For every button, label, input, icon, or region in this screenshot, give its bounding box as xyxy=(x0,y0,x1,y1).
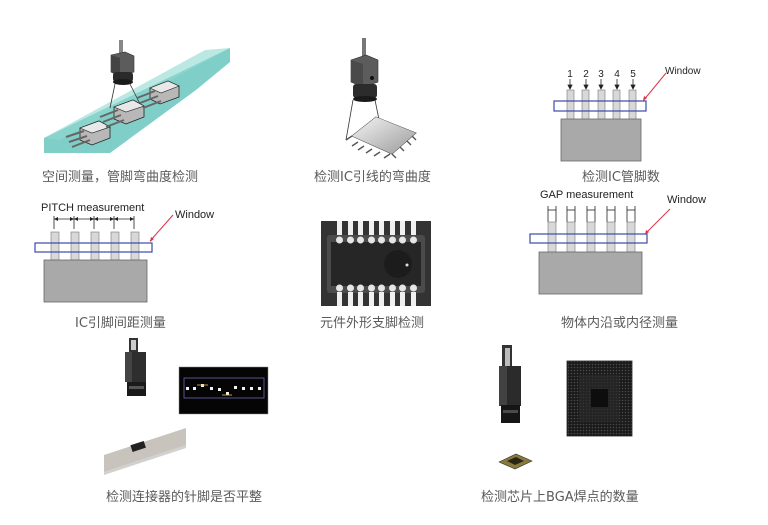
bottom-pads xyxy=(336,284,417,292)
gap-measurement-label: GAP measurement xyxy=(540,189,633,201)
top-pads xyxy=(336,236,417,244)
top-leads xyxy=(337,221,416,235)
window-pointer xyxy=(642,72,667,102)
component-icon xyxy=(99,99,145,128)
component-icon xyxy=(136,80,180,109)
ic-chip-icon xyxy=(345,116,417,159)
pin-number-label: 5 xyxy=(630,69,636,80)
camera-icon xyxy=(110,51,135,85)
pin-number-label: 4 xyxy=(614,69,620,80)
caption-bga: 检测芯片上BGA焊点的数量 xyxy=(481,490,639,505)
caption-ic-pin-count: 检测IC管脚数 xyxy=(582,170,660,185)
bga-grid-image xyxy=(566,360,633,437)
ic-body xyxy=(560,118,642,162)
window-label: Window xyxy=(667,194,706,206)
window-label: Window xyxy=(175,209,214,221)
pin-number-label: 1 xyxy=(567,69,573,80)
caption-spatial: 空间测量，管脚弯曲度检测 xyxy=(42,170,199,185)
pin-number-label: 3 xyxy=(598,69,604,80)
window-box xyxy=(34,242,153,253)
pin-number-labels: 1 2 3 4 5 xyxy=(567,69,636,80)
window-label: Window xyxy=(665,66,701,77)
caption-connector-pins: 检测连接器的针脚是否平整 xyxy=(106,490,263,505)
caption-component-pins: 元件外形支脚检测 xyxy=(320,316,425,331)
window-pointer xyxy=(149,214,174,242)
ic-body xyxy=(43,259,148,303)
camera-icon xyxy=(350,54,379,102)
window-pointer xyxy=(644,208,671,235)
connector-strip xyxy=(104,428,186,475)
window-box xyxy=(553,100,647,112)
pitch-measurement-label: PITCH measurement xyxy=(41,202,144,214)
component-icon xyxy=(65,120,111,148)
bottom-leads xyxy=(337,292,416,306)
gap-dimension-markers xyxy=(547,206,636,222)
down-arrow-icons xyxy=(567,79,636,90)
camera-icon xyxy=(125,338,146,396)
caption-ic-lead-bend: 检测IC引线的弯曲度 xyxy=(314,170,431,185)
camera-icon xyxy=(499,345,521,423)
inspection-screen xyxy=(178,366,269,415)
bga-chip-icon xyxy=(498,453,533,470)
pin-number-label: 2 xyxy=(583,69,589,80)
ic-pins xyxy=(50,231,140,261)
caption-ic-pitch: IC引脚间距测量 xyxy=(75,316,166,331)
window-box xyxy=(529,233,648,244)
ic-body xyxy=(538,251,643,295)
caption-gap: 物体内沿或内径测量 xyxy=(561,316,679,331)
